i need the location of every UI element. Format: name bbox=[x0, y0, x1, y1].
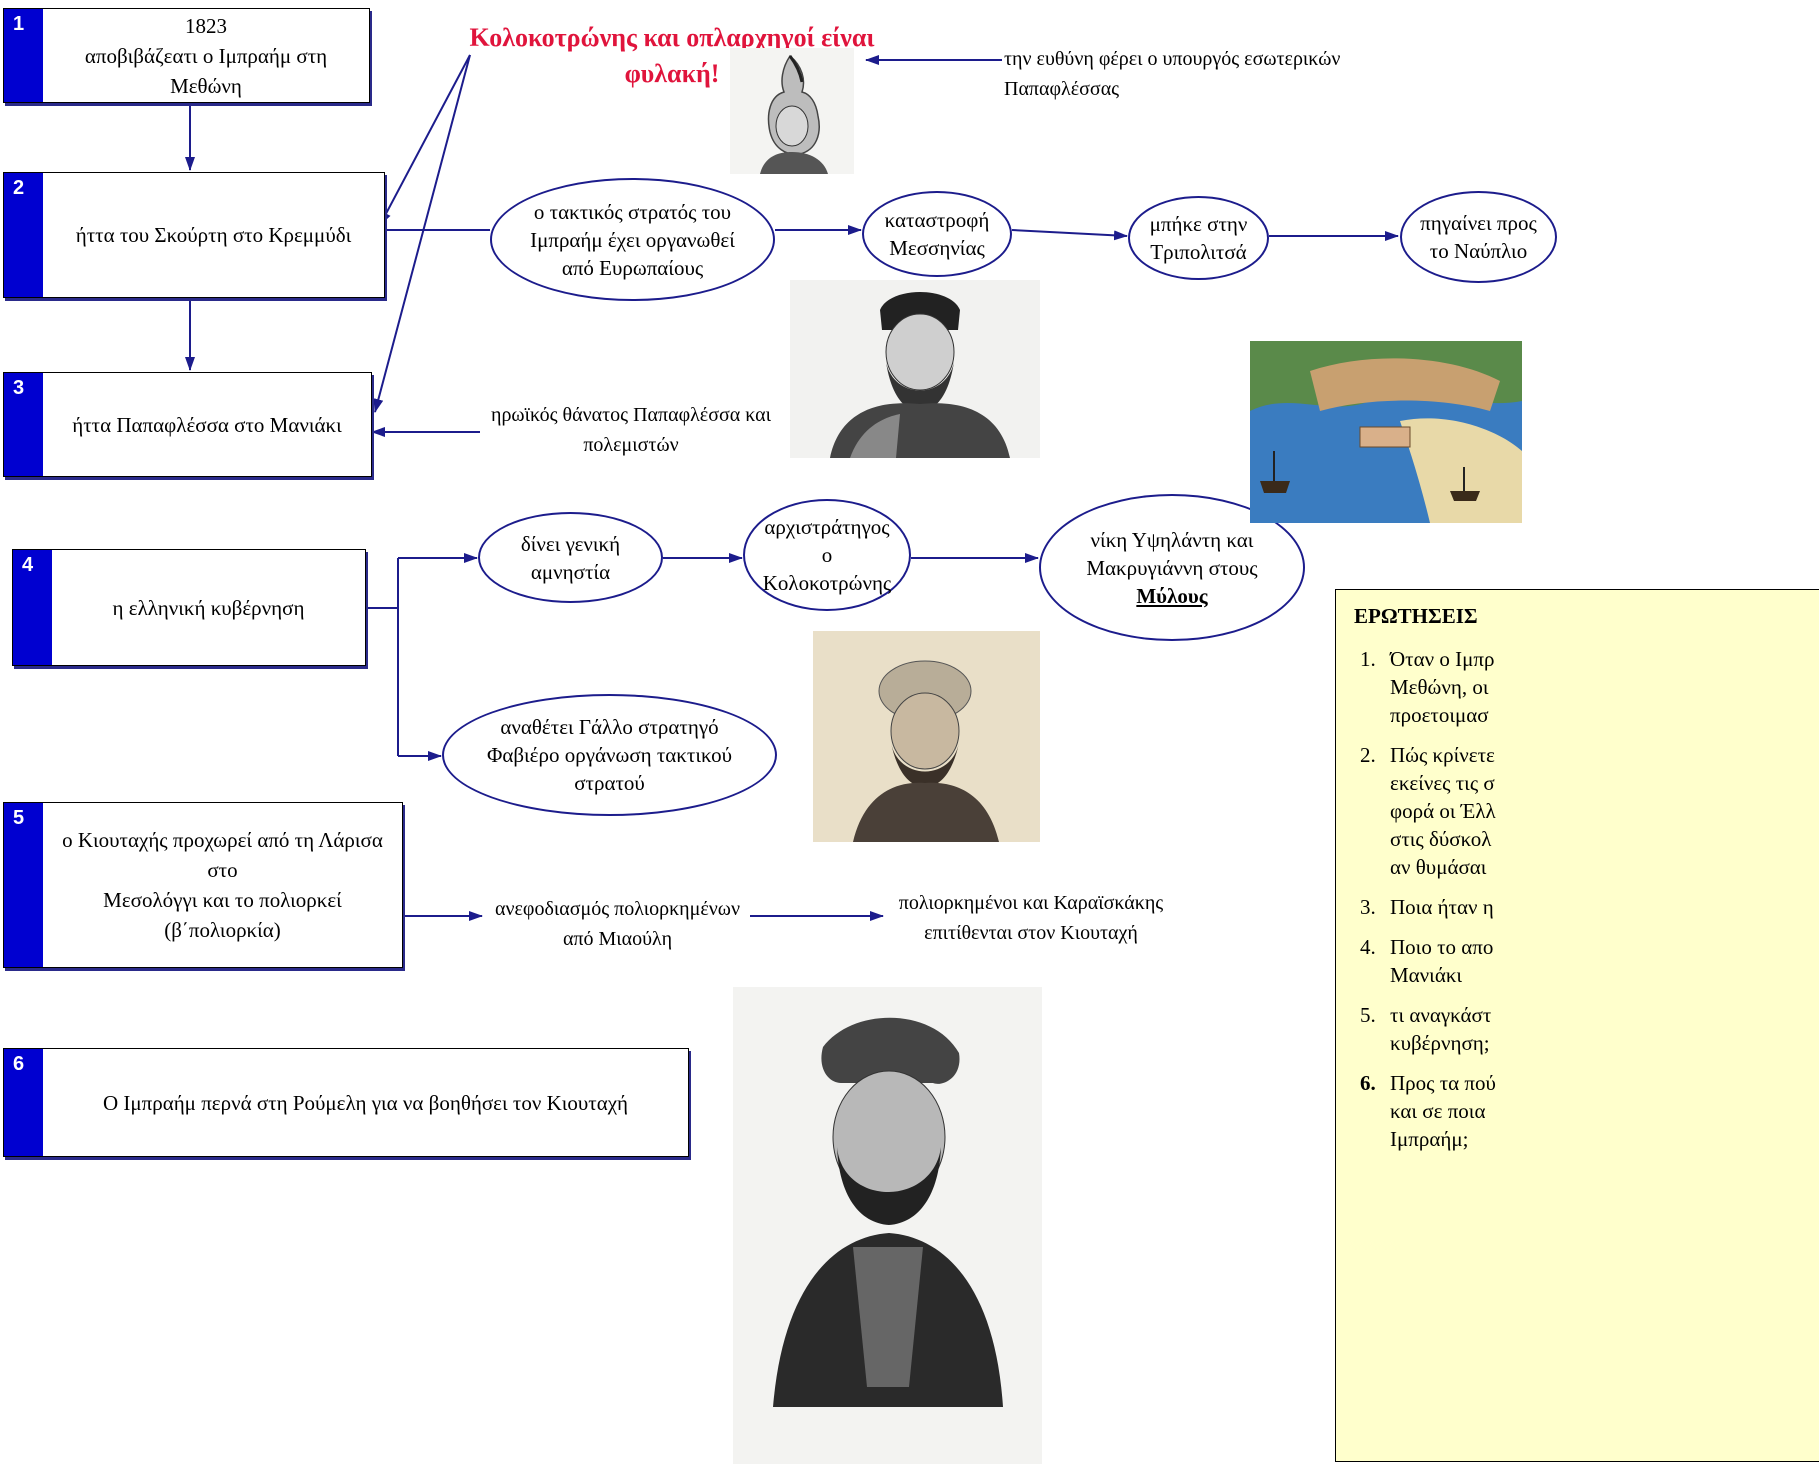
victory-place: Μύλους bbox=[1136, 583, 1208, 608]
question-item: 4. Ποιο το απο Μανιάκι bbox=[1336, 933, 1819, 989]
question-item: 1. Όταν ο Ιμπρ Μεθώνη, οι προετοιμασ bbox=[1336, 645, 1819, 729]
question-number: 6. bbox=[1360, 1071, 1376, 1095]
step-box-1: 1 1823 αποβιβάζεατι ο Ιμπραήμ στη Μεθώνη bbox=[3, 8, 370, 103]
step-number: 5 bbox=[4, 803, 43, 967]
step-text: η ελληνική κυβέρνηση bbox=[112, 595, 305, 620]
step-box-4: 4 η ελληνική κυβέρνηση bbox=[12, 549, 366, 666]
step-number: 1 bbox=[4, 9, 43, 102]
questions-panel: ΕΡΩΤΗΣΕΙΣ 1. Όταν ο Ιμπρ Μεθώνη, οι προετ… bbox=[1335, 589, 1819, 1462]
attack-text: πολιορκημένοι και Καραϊσκάκης επιτίθεντα… bbox=[898, 892, 1164, 944]
oval-tripolitsa: μπήκε στην Τριπολιτσά bbox=[1128, 196, 1269, 280]
oval-victory: νίκη Υψηλάντη και Μακρυγιάννη στους Μύλο… bbox=[1039, 494, 1305, 641]
portrait-helmet-image bbox=[730, 48, 854, 174]
step-text: 1823 αποβιβάζεατι ο Ιμπραήμ στη Μεθώνη bbox=[84, 13, 328, 98]
step-text: ήττα Παπαφλέσσα στο Μανιάκι bbox=[72, 412, 342, 437]
step-text: Ο Ιμπραήμ περνά στη Ρούμελη για να βοηθή… bbox=[102, 1090, 629, 1115]
portrait-papaflessas-image bbox=[790, 280, 1040, 458]
question-number: 3. bbox=[1360, 895, 1376, 919]
oval-amnesty: δίνει γενική αμνηστία bbox=[478, 512, 663, 603]
question-item: 3. Ποια ήταν η bbox=[1336, 893, 1819, 921]
question-text: Ποια ήταν η bbox=[1390, 895, 1494, 919]
step-number: 4 bbox=[13, 550, 52, 665]
oval-fabvier: αναθέτει Γάλλο στρατηγό Φαβιέρο οργάνωση… bbox=[442, 694, 777, 816]
question-item: 5. τι αναγκάστ κυβέρνηση; bbox=[1336, 1001, 1819, 1057]
question-number: 1. bbox=[1360, 647, 1376, 671]
question-item: 2. Πώς κρίνετε εκείνες τις σ φορά οι Έλλ … bbox=[1336, 741, 1819, 881]
question-text: Πώς κρίνετε εκείνες τις σ φορά οι Έλλ στ… bbox=[1390, 743, 1496, 879]
question-text: Όταν ο Ιμπρ Μεθώνη, οι προετοιμασ bbox=[1390, 647, 1495, 727]
step-box-5: 5 ο Κιουταχής προχωρεί από τη Λάρισα στο… bbox=[3, 802, 403, 968]
step-number: 3 bbox=[4, 373, 43, 476]
victory-text: νίκη Υψηλάντη και Μακρυγιάννη στους bbox=[1086, 527, 1258, 580]
portrait-turban-image bbox=[813, 631, 1040, 842]
step-box-2: 2 ήττα του Σκούρτη στο Κρεμμύδι bbox=[3, 172, 385, 298]
step-box-3: 3 ήττα Παπαφλέσσα στο Μανιάκι bbox=[3, 372, 372, 477]
question-number: 4. bbox=[1360, 935, 1376, 959]
questions-title: ΕΡΩΤΗΣΕΙΣ bbox=[1354, 604, 1478, 628]
question-item: 6. Προς τα πού και σε ποια Ιμπραήμ; bbox=[1336, 1069, 1819, 1153]
question-text: Ποιο το απο Μανιάκι bbox=[1390, 935, 1494, 987]
portrait-ibrahim-image bbox=[733, 987, 1042, 1464]
oval-tactical-army: ο τακτικός στρατός του Ιμπραήμ έχει οργα… bbox=[490, 178, 775, 301]
oval-messinia: καταστροφή Μεσσηνίας bbox=[862, 191, 1012, 277]
arrow-messinia-tripolitsa bbox=[1011, 229, 1128, 241]
step-box-6: 6 Ο Ιμπραήμ περνά στη Ρούμελη για να βοη… bbox=[3, 1048, 689, 1157]
step-text: ο Κιουταχής προχωρεί από τη Λάρισα στο Μ… bbox=[62, 828, 383, 942]
resupply-text: ανεφοδιασμός πολιορκημένων από Μιαούλη bbox=[495, 898, 740, 950]
step-number: 6 bbox=[4, 1049, 43, 1156]
question-text: τι αναγκάστ κυβέρνηση; bbox=[1390, 1003, 1492, 1055]
questions-list: 1. Όταν ο Ιμπρ Μεθώνη, οι προετοιμασ 2. Πώ… bbox=[1336, 645, 1819, 1165]
step-text: ήττα του Σκούρτη στο Κρεμμύδι bbox=[75, 223, 352, 247]
heroic-death-text: ηρωϊκός θάνατος Παπαφλέσσα και πολεμιστώ… bbox=[490, 404, 772, 456]
arrow-alert-3 bbox=[373, 54, 471, 413]
arrow-alert-2 bbox=[379, 54, 471, 226]
oval-commander: αρχιστράτηγος ο Κολοκοτρώνης bbox=[743, 499, 911, 611]
oval-nafplio: πηγαίνει προς το Ναύπλιο bbox=[1400, 191, 1557, 283]
mills-painting-image bbox=[1250, 341, 1522, 523]
responsibility-text: την ευθύνη φέρει ο υπουργός εσωτερικών Π… bbox=[1004, 48, 1341, 100]
alert-text: Κολοκοτρώνης και οπλαρχηγοί είναι φυλακή… bbox=[469, 23, 875, 88]
question-number: 5. bbox=[1360, 1003, 1376, 1027]
question-number: 2. bbox=[1360, 743, 1376, 767]
step-number: 2 bbox=[4, 173, 43, 297]
question-text: Προς τα πού και σε ποια Ιμπραήμ; bbox=[1390, 1071, 1496, 1151]
